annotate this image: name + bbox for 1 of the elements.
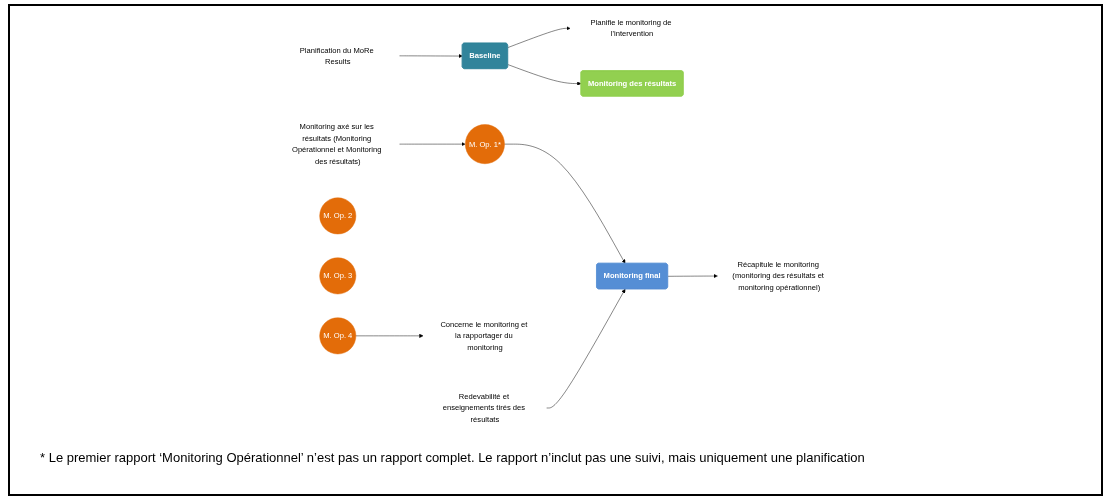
footnote: * Le premier rapport ‘Monitoring Opérationnel’ n’est pas un rapport complet. Le rapport n’inclut pas une suivi, mais uniquement une planification	[40, 450, 866, 465]
